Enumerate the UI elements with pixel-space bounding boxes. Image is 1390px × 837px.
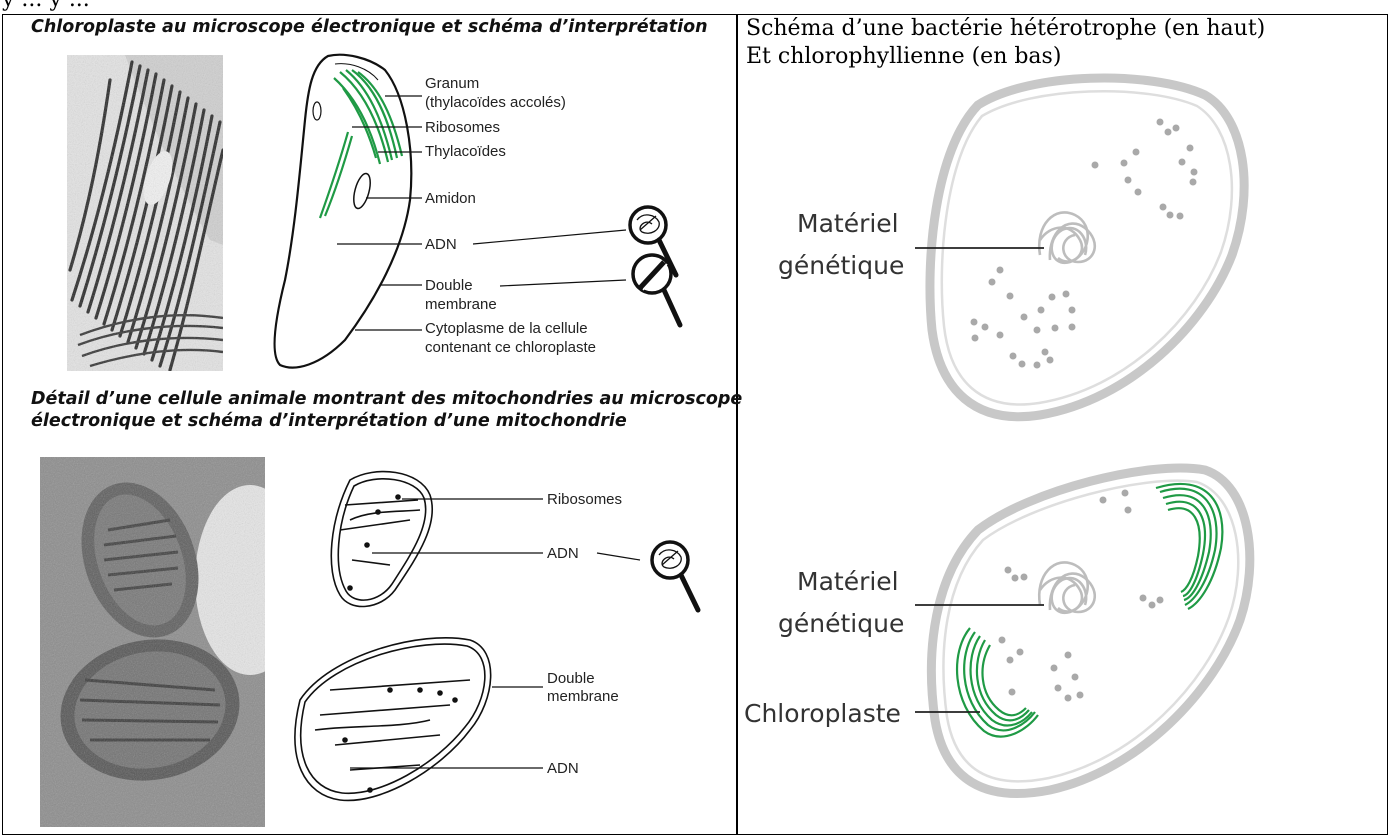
- mitochondria-micrograph: [40, 457, 305, 827]
- bacterium-photosynthetic: Matériel génétique Chloroplaste: [744, 468, 1250, 793]
- label-membrane: membrane: [425, 296, 497, 313]
- label-granum: Granum: [425, 75, 479, 92]
- mitochondria-schematic: [295, 472, 491, 801]
- label-adn: ADN: [425, 236, 457, 253]
- chloroplast-schematic: Granum (thylacoïdes accolés) Ribosomes T…: [275, 55, 680, 368]
- label-genetique-top: génétique: [778, 251, 904, 280]
- label-genetique-bottom: génétique: [778, 609, 904, 638]
- mitochondrion-large: [295, 638, 491, 801]
- label-double: Double: [425, 277, 473, 294]
- label-cytoplasm-1: Cytoplasme de la cellule: [425, 320, 588, 337]
- label-materiel-bottom: Matériel: [797, 567, 899, 596]
- mito-label-adn: ADN: [547, 545, 579, 562]
- label-materiel-top: Matériel: [797, 209, 899, 238]
- thylakoids-green: [320, 132, 352, 218]
- label-thylakoids: Thylacoïdes: [425, 143, 506, 160]
- label-granum-sub: (thylacoïdes accolés): [425, 94, 566, 111]
- chloroplast-green-top: [1156, 484, 1222, 609]
- mito-label-double: Double: [547, 670, 595, 687]
- ribosome-dots-top: [971, 119, 1198, 369]
- chloroplast-micrograph: [67, 55, 223, 371]
- chloroplast-outline: [275, 55, 412, 368]
- dna-coil-top: [1039, 212, 1095, 262]
- mitochondria-leader-lines: [350, 499, 640, 768]
- label-amidon: Amidon: [425, 190, 476, 207]
- label-chloroplaste: Chloroplaste: [744, 699, 901, 728]
- mitochondrion-small: [331, 472, 432, 607]
- dna-coil-bottom: [1039, 562, 1095, 612]
- magnifier-dna-icon-2: [652, 542, 698, 610]
- membrane-bulge: [313, 102, 321, 120]
- mito-label-membrane: membrane: [547, 688, 619, 705]
- bacterium-heterotroph: Matériel génétique: [778, 78, 1244, 417]
- mito-label-adn-2: ADN: [547, 760, 579, 777]
- granum-green: [334, 70, 402, 164]
- starch-grain: [351, 172, 374, 210]
- label-ribosomes: Ribosomes: [425, 119, 500, 136]
- mito-label-ribosomes: Ribosomes: [547, 491, 622, 508]
- chloroplast-green-bottom: [957, 628, 1038, 737]
- label-cytoplasm-2: contenant ce chloroplaste: [425, 339, 596, 356]
